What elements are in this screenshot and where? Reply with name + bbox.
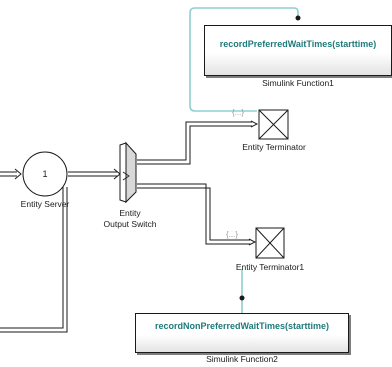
entity-terminator1-label: Entity Terminator1 [235,262,305,272]
simulink-function1-block[interactable]: recordPreferredWaitTimes(starttime) [204,25,392,76]
terminator-x-icon [255,227,285,259]
switch-arrow-icon [122,171,130,181]
terminator-x-icon [258,109,289,140]
entity-line-input[interactable] [0,168,22,180]
message-line-function1[interactable] [189,7,299,112]
simulink-function2-label: Simulink Function2 [206,354,278,364]
entity-terminator-block[interactable] [258,109,289,140]
entity-line-switch-terminator[interactable] [137,120,259,165]
output-switch-label-line1: Entity [119,208,141,218]
simulink-function1-label: Simulink Function1 [262,78,334,88]
entity-server-block[interactable]: 1 [22,151,68,197]
entity-line-server-switch[interactable] [68,168,121,180]
entity-terminator-label: Entity Terminator [242,142,306,152]
entity-terminator1-block[interactable] [255,227,285,259]
function-signature: recordNonPreferredWaitTimes(starttime) [154,321,330,331]
entity-line-switch-terminator1[interactable] [137,183,257,246]
event-marker-icon[interactable]: {...} [232,108,244,117]
entity-line-feedback[interactable] [0,187,68,333]
simulink-function2-block[interactable]: recordNonPreferredWaitTimes(starttime) [135,313,349,353]
event-marker-icon[interactable]: {...} [226,230,238,239]
function-signature: recordPreferredWaitTimes(starttime) [219,39,377,49]
message-port-dot [295,15,301,21]
output-switch-label-line2: Output Switch [103,219,157,229]
entity-output-switch-block[interactable] [119,141,137,204]
entity-server-label: Entity Server [20,199,70,209]
message-port-dot [239,295,245,301]
entity-server-number: 1 [42,169,47,179]
